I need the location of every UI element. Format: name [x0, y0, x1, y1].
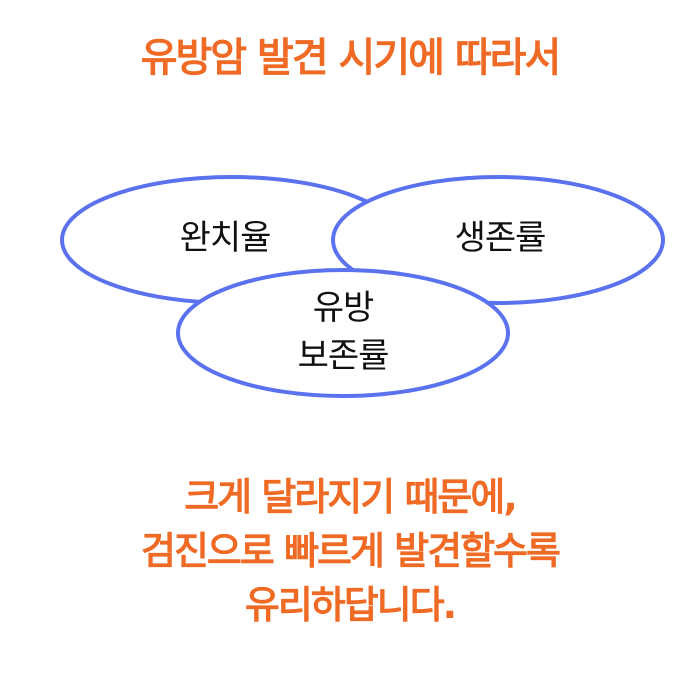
ellipse-label-survival-rate: 생존률	[454, 218, 547, 258]
message-line-2: 검진으로 빠르게 발견할수록	[141, 529, 561, 573]
message-line-3: 유리하답니다.	[244, 583, 457, 627]
ellipse-label-breast-preservation-line2: 보존률	[297, 336, 390, 376]
ellipse-label-cure-rate: 완치율	[179, 218, 272, 258]
message-line-1: 크게 달라지기 때문에,	[184, 475, 518, 519]
page-title: 유방암 발견 시기에 따라서	[140, 35, 562, 81]
ellipse-label-breast-preservation-line1: 유방	[312, 288, 375, 328]
ellipse-breast-preservation-rate	[176, 268, 510, 398]
ellipse-survival-rate	[331, 175, 665, 305]
